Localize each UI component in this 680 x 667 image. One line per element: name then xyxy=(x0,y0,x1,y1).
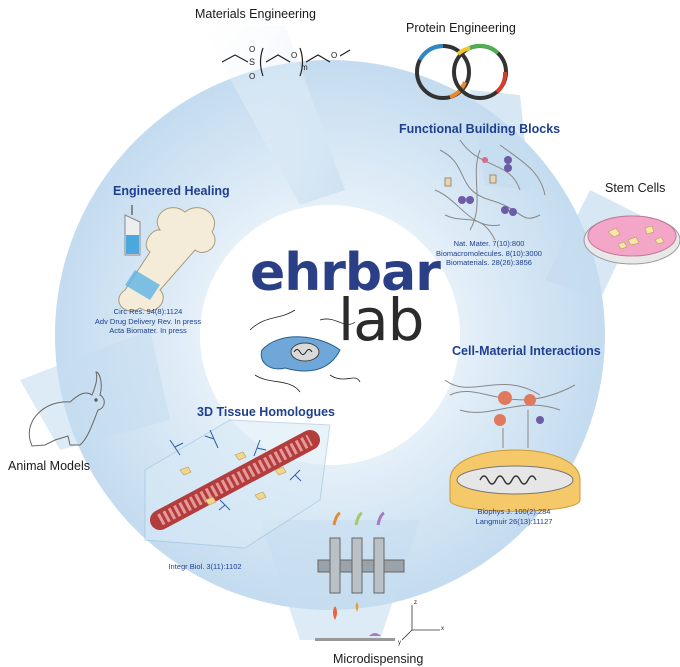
label-microdispensing: Microdispensing xyxy=(333,652,424,666)
microdispensing-illustration xyxy=(315,511,440,641)
ref-line: Biomaterials. 28(26):3856 xyxy=(446,258,532,267)
ref-line: Biomacromolecules. 8(10):3000 xyxy=(436,248,542,258)
axis-z-label: z xyxy=(414,600,417,606)
svg-text:O: O xyxy=(331,51,337,60)
polymer-network-illustration xyxy=(434,139,546,241)
logo-ehrbar: ehrbar xyxy=(250,243,441,303)
refs-healing: Circ Res. 94(8):1124 Adv Drug Delivery R… xyxy=(93,307,203,336)
materials-inflow-arrow xyxy=(200,25,345,205)
refs-cell-material: Biophys J. 100(2):284 Langmuir 26(13):11… xyxy=(464,507,564,526)
chem-subscript: m xyxy=(301,63,308,72)
axis-y-label: y xyxy=(398,640,401,646)
svg-text:O: O xyxy=(249,45,255,54)
svg-text:S: S xyxy=(249,57,255,67)
tissue-homologue-illustration xyxy=(144,419,331,549)
ref-line: Acta Biomater. In press xyxy=(109,326,187,335)
label-stem-cells: Stem Cells xyxy=(605,181,666,195)
label-animal-models: Animal Models xyxy=(8,459,90,473)
ref-line: Langmuir 26(13):11127 xyxy=(475,516,553,526)
rabbit-illustration xyxy=(28,371,105,447)
peg-chemical-structure: S O O O O xyxy=(221,45,351,81)
bone-syringe-illustration xyxy=(118,205,216,312)
heading-3d-tissue-homologues: 3D Tissue Homologues xyxy=(197,405,335,419)
ref-line: Biophys J. 100(2):284 xyxy=(477,507,551,516)
ref-line: Integr Biol. 3(11):1102 xyxy=(168,562,242,571)
animal-models-arrow xyxy=(20,330,170,450)
label-protein-engineering: Protein Engineering xyxy=(406,21,516,35)
refs-tissue: Integr Biol. 3(11):1102 xyxy=(155,562,255,572)
protein-inflow-arrow xyxy=(470,90,530,190)
ref-line: Nat. Mater. 7(10):800 xyxy=(453,239,525,248)
cell-material-illustration xyxy=(444,379,581,512)
axis-x-label: x xyxy=(441,626,444,632)
svg-text:O: O xyxy=(291,51,297,60)
svg-text:O: O xyxy=(249,72,255,81)
refs-functional: Nat. Mater. 7(10):800 Biomacromolecules.… xyxy=(434,239,544,268)
heading-functional-building-blocks: Functional Building Blocks xyxy=(399,122,561,136)
heading-engineered-healing: Engineered Healing xyxy=(113,184,230,198)
plasmid-rings xyxy=(415,43,508,100)
center-cell-illustration xyxy=(249,309,361,393)
ref-line: Adv Drug Delivery Rev. In press xyxy=(94,316,202,326)
ref-line: Circ Res. 94(8):1124 xyxy=(113,307,183,316)
logo-lab: lab xyxy=(338,286,424,354)
petri-dish-stem-cells xyxy=(583,215,680,265)
label-materials-engineering: Materials Engineering xyxy=(195,7,316,21)
heading-cell-material-interactions: Cell-Material Interactions xyxy=(452,344,601,358)
